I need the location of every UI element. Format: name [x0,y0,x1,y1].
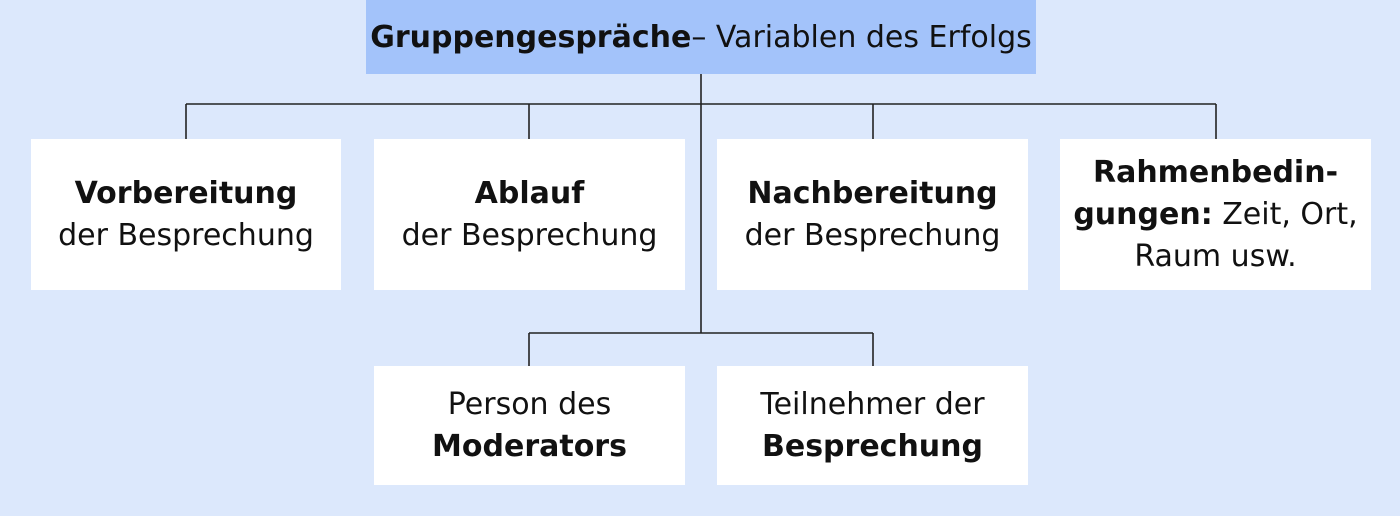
box-teilnehmer: Teilnehmer der Besprechung [717,366,1028,485]
box-teilnehmer-subtext: Teilnehmer der [760,386,985,422]
title-bold: Gruppengespräche [370,19,692,55]
box-nachbereitung-subtext: der Besprechung [744,217,1001,253]
diagram-title: Gruppengespräche – Variablen des Erfolgs [366,0,1036,74]
box-rahmen-heading: Rahmenbedin- [1092,154,1339,190]
box-moderator: Person des Moderators [374,366,685,485]
box-rahmenbedingungen: Rahmenbedin- gungen: Zeit, Ort, Raum usw… [1060,139,1371,290]
title-rest: – Variablen des Erfolgs [691,19,1032,55]
box-ablauf-subtext: der Besprechung [401,217,658,253]
box-rahmen-line2: gungen: Zeit, Ort, [1073,194,1357,236]
box-vorbereitung: Vorbereitung der Besprechung [31,139,341,290]
box-nachbereitung-heading: Nachbereitung [747,175,998,211]
box-nachbereitung: Nachbereitung der Besprechung [717,139,1028,290]
box-moderator-subtext: Person des [447,386,612,422]
box-vorbereitung-subtext: der Besprechung [58,217,314,253]
box-ablauf-heading: Ablauf [474,175,585,211]
box-rahmen-line3: Raum usw. [1134,238,1297,274]
box-moderator-heading: Moderators [432,428,627,464]
box-ablauf: Ablauf der Besprechung [374,139,685,290]
box-vorbereitung-heading: Vorbereitung [74,175,298,211]
box-teilnehmer-heading: Besprechung [761,428,983,464]
box-rahmen-heading-cont: gungen: [1073,196,1213,232]
box-rahmen-details: Zeit, Ort, [1212,196,1358,232]
